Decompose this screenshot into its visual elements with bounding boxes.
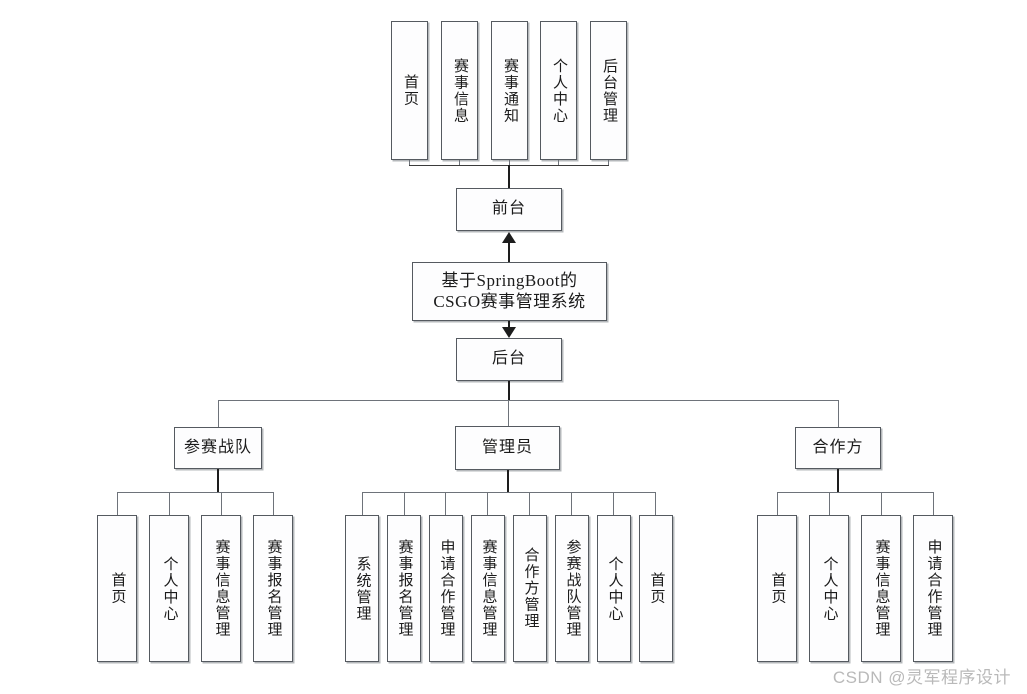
partner-leaf-saishi-xinxi-guanli[interactable]: 赛事信息管理	[861, 515, 901, 662]
connector-admin-drop-8	[655, 492, 656, 515]
connector-role-bus	[218, 400, 839, 401]
node-label: 赛事报名管理	[265, 539, 282, 638]
connector-admin-drop-3	[445, 492, 446, 515]
partner-leaf-geren-zhongxin[interactable]: 个人中心	[809, 515, 849, 662]
node-label: 后台	[491, 350, 526, 368]
connector-frontend-drop-3	[509, 160, 510, 166]
connector-admin-drop-1	[362, 492, 363, 515]
team-leaf-saishi-xinxi-guanli[interactable]: 赛事信息管理	[201, 515, 241, 662]
connector-admin-drop-6	[571, 492, 572, 515]
watermark: CSDN @灵军程序设计	[832, 668, 1011, 687]
connector-team-stem	[217, 469, 219, 492]
connector-frontend-stem	[508, 165, 510, 188]
node-label: 个人中心	[161, 555, 178, 622]
node-label: 申请合作管理	[925, 539, 942, 638]
frontend-leaf-shouye[interactable]: 首页	[391, 21, 428, 160]
node-label: 合作方	[812, 438, 864, 456]
connector-frontend-drop-2	[459, 160, 460, 166]
node-label: 首页	[769, 572, 786, 605]
node-label: 后台管理	[601, 57, 617, 124]
connector-team-drop-3	[221, 492, 222, 515]
connector-admin-drop-7	[613, 492, 614, 515]
node-label: 首页	[648, 572, 665, 605]
node-label: 个人中心	[551, 57, 567, 124]
frontend-leaf-saishi-tongzhi[interactable]: 赛事通知	[491, 21, 528, 160]
node-label: 前台	[491, 200, 526, 218]
connector-team-drop-2	[169, 492, 170, 515]
partner-leaf-shouye[interactable]: 首页	[757, 515, 797, 662]
connector-frontend-drop-5	[608, 160, 609, 166]
partner-leaf-shenqing-hezuo-guanli[interactable]: 申请合作管理	[913, 515, 953, 662]
node-role-admin[interactable]: 管理员	[455, 426, 560, 470]
connector-frontend-drop-1	[409, 160, 410, 166]
admin-leaf-saishi-xinxi-guanli[interactable]: 赛事信息管理	[471, 515, 505, 662]
node-label-line1: 基于SpringBoot的	[441, 271, 578, 291]
connector-root-to-backend	[508, 321, 510, 329]
connector-partner-drop-1	[777, 492, 778, 515]
admin-leaf-shouye[interactable]: 首页	[639, 515, 673, 662]
node-label: 个人中心	[821, 555, 838, 622]
node-label: 系统管理	[354, 555, 371, 622]
connector-partner-drop-4	[933, 492, 934, 515]
connector-partner-drop-3	[881, 492, 882, 515]
node-label: 赛事信息管理	[873, 539, 890, 638]
connector-partner-bus	[777, 492, 934, 493]
team-leaf-saishi-baoming-guanli[interactable]: 赛事报名管理	[253, 515, 293, 662]
connector-role-drop-right	[838, 400, 839, 427]
admin-leaf-xitong-guanli[interactable]: 系统管理	[345, 515, 379, 662]
node-backend[interactable]: 后台	[456, 338, 562, 381]
connector-root-to-frontend	[508, 243, 510, 262]
node-label: 首页	[402, 74, 418, 107]
node-role-team[interactable]: 参赛战队	[174, 427, 262, 469]
team-leaf-shouye[interactable]: 首页	[97, 515, 137, 662]
frontend-leaf-geren-zhongxin[interactable]: 个人中心	[540, 21, 577, 160]
connector-admin-drop-2	[404, 492, 405, 515]
admin-leaf-cansai-zhandui-guanli[interactable]: 参赛战队管理	[555, 515, 589, 662]
connector-partner-drop-2	[829, 492, 830, 515]
connector-admin-bus	[362, 492, 655, 493]
node-label: 赛事信息管理	[213, 539, 230, 638]
node-label: 申请合作管理	[438, 539, 455, 638]
node-label-line2: CSGO赛事管理系统	[433, 291, 586, 311]
node-frontend[interactable]: 前台	[456, 188, 562, 231]
node-label: 参赛战队	[183, 438, 252, 456]
connector-partner-stem	[837, 469, 839, 492]
connector-team-drop-4	[273, 492, 274, 515]
node-label: 个人中心	[606, 555, 623, 622]
node-label: 合作方管理	[522, 547, 539, 630]
node-role-partner[interactable]: 合作方	[795, 427, 881, 469]
admin-leaf-geren-zhongxin[interactable]: 个人中心	[597, 515, 631, 662]
frontend-leaf-houtai-guanli[interactable]: 后台管理	[590, 21, 627, 160]
admin-leaf-hezuofang-guanli[interactable]: 合作方管理	[513, 515, 547, 662]
admin-leaf-shenqing-hezuo-guanli[interactable]: 申请合作管理	[429, 515, 463, 662]
node-label: 赛事信息	[452, 57, 468, 124]
node-root-system[interactable]: 基于SpringBoot的 CSGO赛事管理系统	[412, 262, 607, 321]
connector-role-drop-mid	[508, 400, 509, 427]
connector-admin-drop-5	[529, 492, 530, 515]
connector-frontend-drop-4	[558, 160, 559, 166]
node-label: 赛事信息管理	[480, 539, 497, 638]
admin-leaf-saishi-baoming-guanli[interactable]: 赛事报名管理	[387, 515, 421, 662]
node-label: 赛事报名管理	[396, 539, 413, 638]
arrow-down-icon	[502, 327, 516, 338]
connector-team-bus	[117, 492, 273, 493]
connector-admin-stem	[507, 470, 509, 492]
connector-admin-drop-4	[487, 492, 488, 515]
team-leaf-geren-zhongxin[interactable]: 个人中心	[149, 515, 189, 662]
connector-role-drop-left	[218, 400, 219, 427]
node-label: 首页	[109, 572, 126, 605]
node-label: 赛事通知	[502, 57, 518, 124]
node-label: 管理员	[481, 438, 533, 456]
connector-team-drop-1	[117, 492, 118, 515]
connector-backend-stem	[508, 381, 510, 401]
frontend-leaf-saishi-xinxi[interactable]: 赛事信息	[441, 21, 478, 160]
node-label: 参赛战队管理	[564, 539, 581, 638]
arrow-up-icon	[502, 232, 516, 243]
